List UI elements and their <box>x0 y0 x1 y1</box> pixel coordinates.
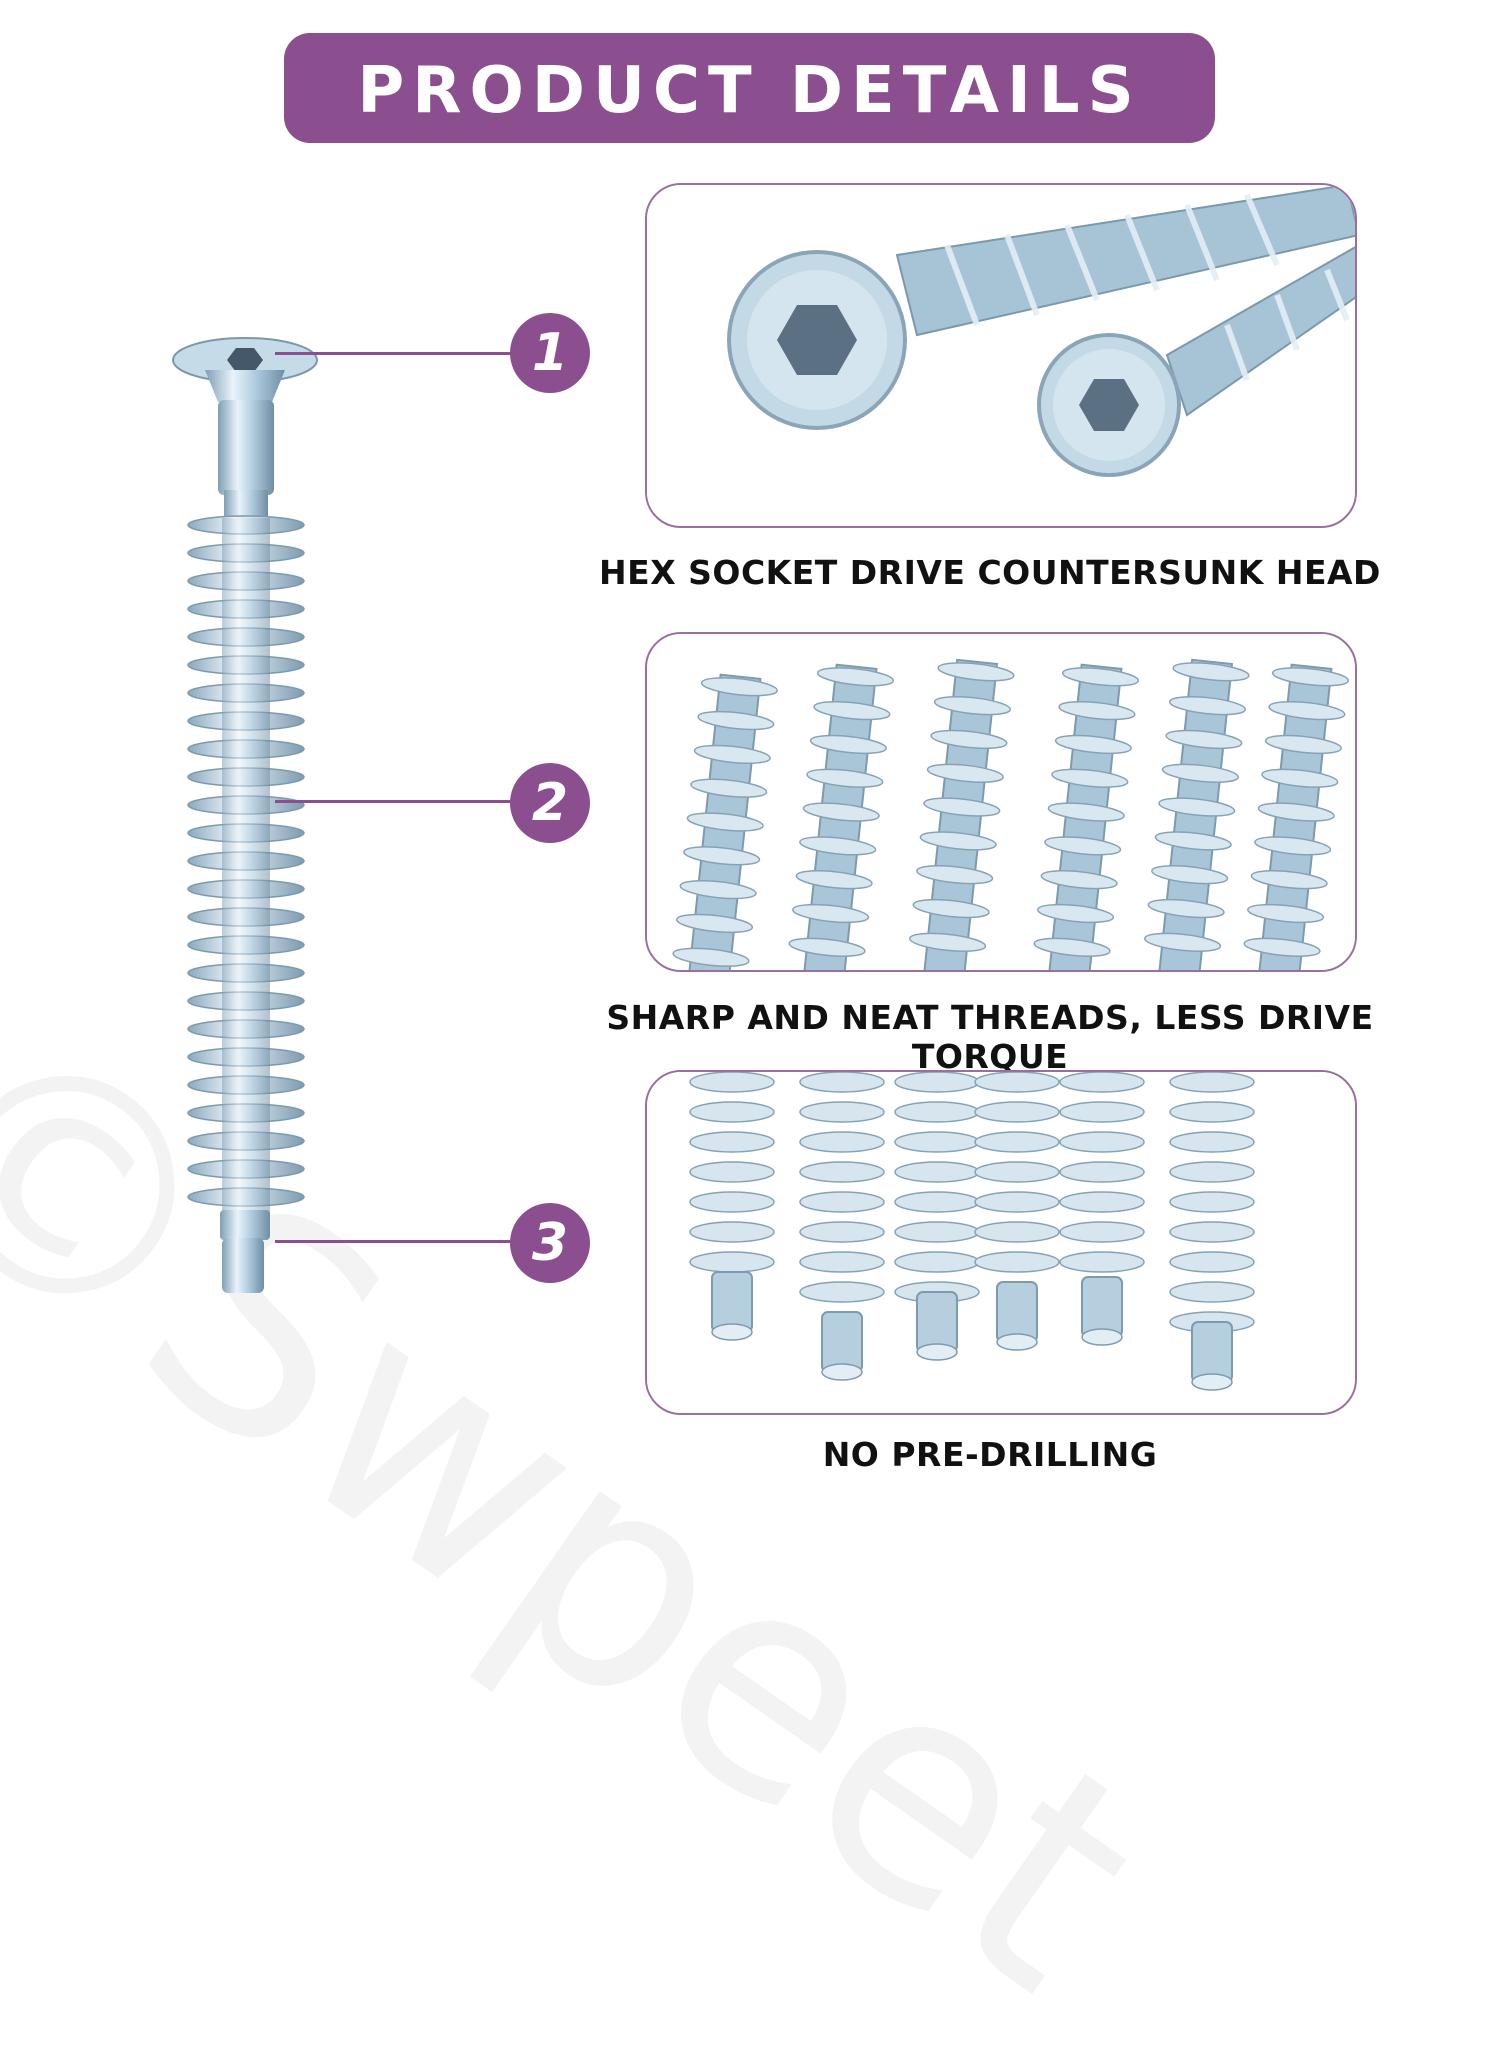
panel-no-predrilling <box>645 1070 1357 1415</box>
caption-2: SHARP AND NEAT THREADS, LESS DRIVE TORQU… <box>606 998 1374 1076</box>
callout-badge-1: 1 <box>510 313 590 393</box>
title-banner: PRODUCT DETAILS <box>284 33 1215 143</box>
caption-3: NO PRE-DRILLING <box>822 1435 1158 1474</box>
threads-photo <box>647 634 1355 970</box>
callout-badge-2: 2 <box>510 763 590 843</box>
hex-head-photo <box>647 185 1355 526</box>
callout-badge-3: 3 <box>510 1203 590 1283</box>
tips-photo <box>647 1072 1355 1413</box>
screw-illustration <box>172 337 318 1293</box>
panel-countersunk-head <box>645 183 1357 528</box>
leader-line-2 <box>275 800 515 803</box>
leader-line-1 <box>275 352 515 355</box>
page-title: PRODUCT DETAILS <box>357 54 1142 128</box>
leader-line-3 <box>275 1240 515 1243</box>
caption-1: HEX SOCKET DRIVE COUNTERSUNK HEAD <box>599 553 1381 592</box>
panel-threads <box>645 632 1357 972</box>
